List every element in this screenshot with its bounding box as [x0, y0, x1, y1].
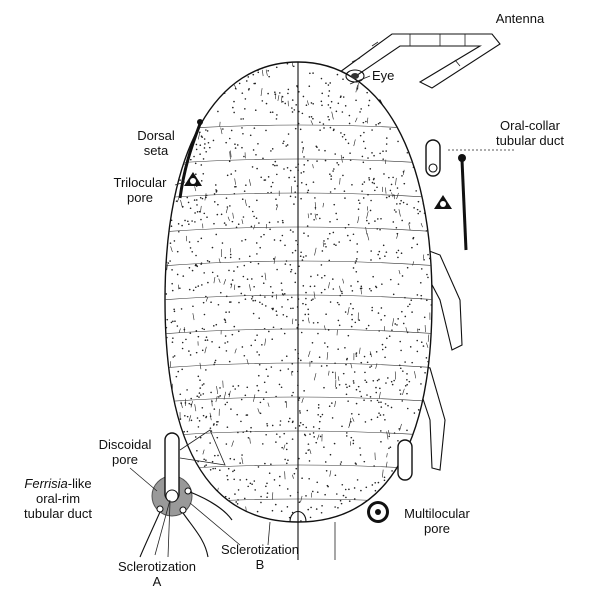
label-sclerotization-a-2: A: [153, 574, 162, 589]
label-sclerotization-b-1: Sclerotization: [221, 542, 299, 557]
label-discoidal-1: Discoidal: [99, 437, 152, 452]
label-oral-collar-2: tubular duct: [496, 133, 564, 148]
antenna: [339, 33, 501, 89]
label-trilocular-2: pore: [127, 190, 153, 205]
ferrisia-oral-rim-tubular-duct-icon: [139, 429, 233, 558]
label-oral-collar-1: Oral-collar: [500, 118, 561, 133]
label-dorsal-seta-2: seta: [144, 143, 169, 158]
leader-lines: [129, 75, 371, 556]
label-ferrisia-2: oral-rim: [36, 491, 80, 506]
label-multilocular-2: pore: [424, 521, 450, 536]
dorsal-seta-icon: [178, 119, 203, 199]
label-trilocular-1: Trilocular: [114, 175, 168, 190]
trilocular-pore-icon-right: [434, 195, 452, 209]
label-ferrisia-italic: Ferrisia: [24, 476, 67, 491]
multilocular-pore-icon: [367, 501, 389, 523]
label-ferrisia-1: Ferrisia-like: [24, 476, 91, 491]
body-outline: [164, 61, 433, 560]
oral-collar-tubular-duct-icon: [397, 139, 515, 481]
trilocular-pore-icon: [184, 172, 202, 186]
label-antenna: Antenna: [496, 11, 545, 26]
label-dorsal-seta-1: Dorsal: [137, 128, 175, 143]
label-eye: Eye: [372, 68, 394, 83]
label-sclerotization-b-2: B: [256, 557, 265, 572]
label-sclerotization-a-1: Sclerotization: [118, 559, 196, 574]
label-discoidal-2: pore: [112, 452, 138, 467]
label-ferrisia-rest: -like: [68, 476, 92, 491]
label-multilocular-1: Multilocular: [404, 506, 470, 521]
label-ferrisia-3: tubular duct: [24, 506, 92, 521]
